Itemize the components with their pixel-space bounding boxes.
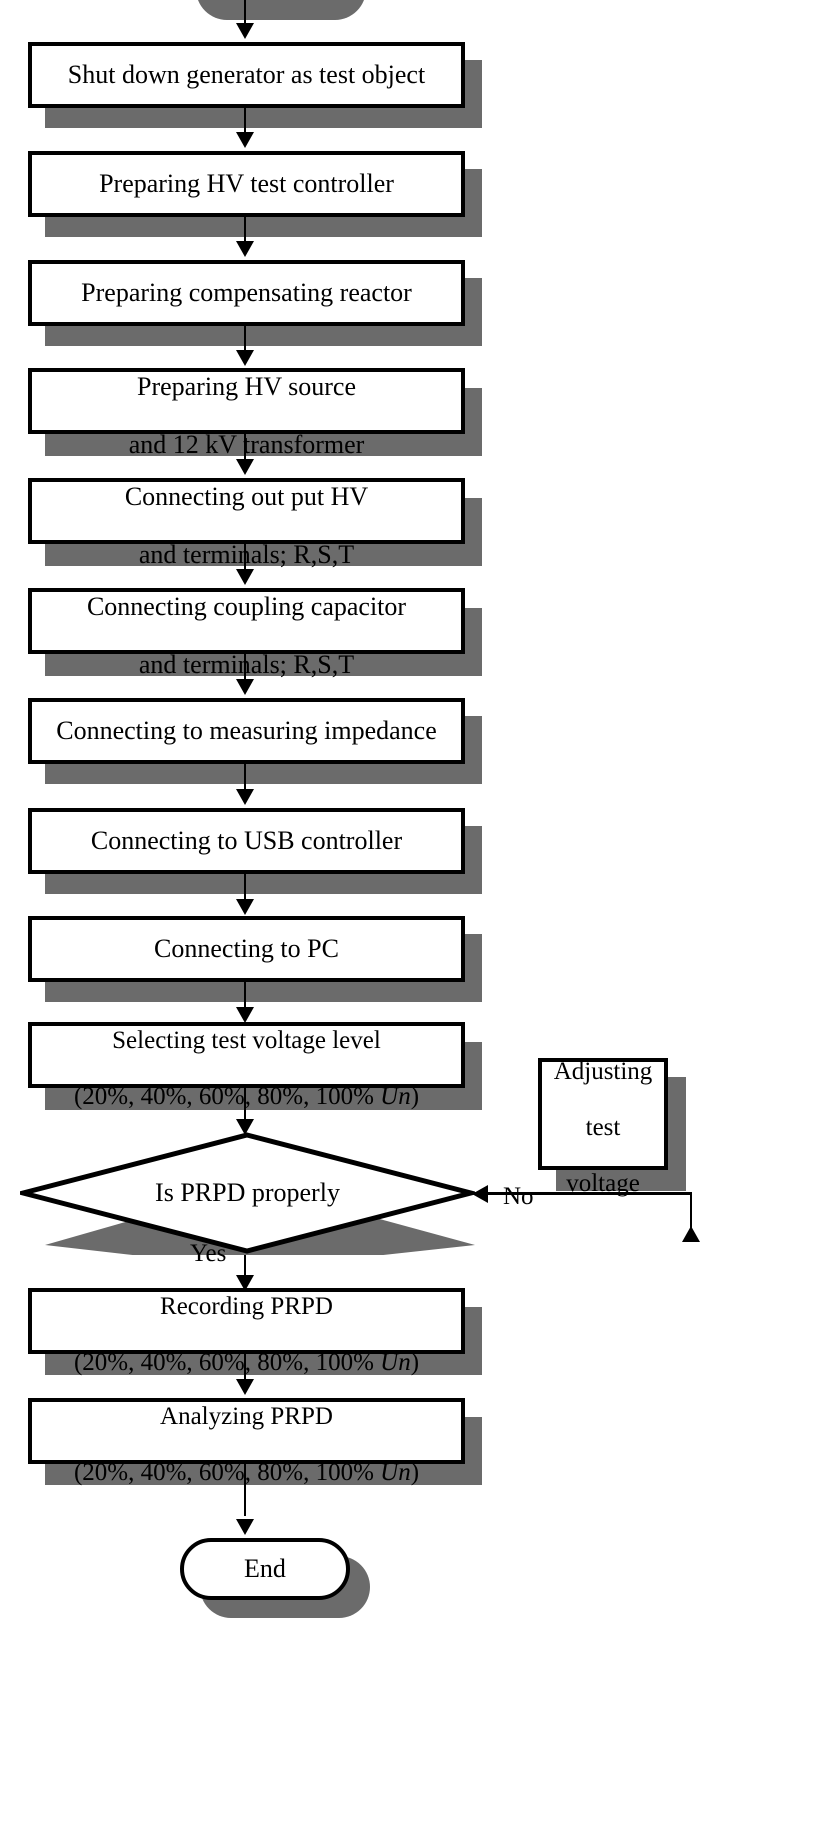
process-line-1: Analyzing PRPD	[160, 1403, 333, 1430]
process-label-multiline: Adjusting test voltage	[548, 1030, 659, 1198]
decision-is-prpd-properly[interactable]: Is PRPD properly	[20, 1131, 475, 1255]
connector-selectvoltage-to-decision	[244, 1088, 246, 1133]
process-recording-prpd[interactable]: Recording PRPD (20%, 40%, 60%, 80%, 100%…	[28, 1288, 465, 1376]
process-label-multiline: Preparing HV source and 12 kV transforme…	[123, 343, 371, 459]
process-analyzing-prpd[interactable]: Analyzing PRPD (20%, 40%, 60%, 80%, 100%…	[28, 1398, 465, 1486]
connector-adjusting-to-selectvoltage-horizontal	[488, 1193, 692, 1195]
process-line-1: Selecting test voltage level	[112, 1027, 381, 1054]
process-line-1: Adjusting	[553, 1058, 653, 1085]
arrowhead-outputhv-to-coupling	[236, 569, 254, 585]
decision-outline	[20, 1132, 475, 1254]
start-terminator-shadow	[196, 0, 366, 20]
connector-shutdown-to-hvcontroller	[244, 108, 246, 143]
process-preparing-hv-source[interactable]: Preparing HV source and 12 kV transforme…	[28, 368, 465, 459]
arrowhead-usb-to-pc	[236, 899, 254, 915]
edge-label-yes: Yes	[190, 1240, 227, 1267]
process-adjusting-test-voltage[interactable]: Adjusting test voltage	[538, 1058, 668, 1197]
voltage-levels-prefix: (20%, 40%, 60%, 80%, 100%	[73, 1459, 381, 1486]
process-label: Connecting to PC	[154, 934, 339, 964]
process-label: Shut down generator as test object	[67, 60, 426, 90]
connector-decision-no-vertical	[690, 1192, 692, 1242]
process-selecting-test-voltage-level[interactable]: Selecting test voltage level (20%, 40%, …	[28, 1022, 465, 1110]
connector-pc-to-selectvoltage	[244, 982, 246, 1014]
process-connecting-to-pc[interactable]: Connecting to PC	[28, 916, 465, 982]
process-label: Preparing compensating reactor	[81, 278, 412, 308]
connector-analyzing-to-end	[244, 1464, 246, 1516]
voltage-levels-prefix: (20%, 40%, 60%, 80%, 100%	[73, 1083, 381, 1110]
process-line-2: (20%, 40%, 60%, 80%, 100% Un)	[74, 1349, 419, 1376]
terminator-label: End	[244, 1554, 286, 1583]
process-label: Connecting to USB controller	[90, 826, 403, 856]
arrowhead-decision-yes-to-recording	[236, 1275, 254, 1291]
connector-outputhv-to-coupling	[244, 544, 246, 574]
process-shut-down-generator[interactable]: Shut down generator as test object	[28, 42, 465, 108]
process-label-multiline: Analyzing PRPD (20%, 40%, 60%, 80%, 100%…	[68, 1375, 425, 1487]
process-label-multiline: Selecting test voltage level (20%, 40%, …	[68, 999, 425, 1111]
arrowhead-adjusting-to-selectvoltage	[472, 1185, 488, 1203]
voltage-levels-suffix: )	[410, 1349, 420, 1376]
process-connecting-to-usb-controller[interactable]: Connecting to USB controller	[28, 808, 465, 874]
process-line-1: Preparing HV source	[136, 371, 357, 401]
arrowhead-start-to-shutdown	[236, 23, 254, 39]
process-line-2: and 12 kV transformer	[128, 430, 365, 460]
connector-coupling-to-impedance	[244, 654, 246, 684]
process-label-multiline: Connecting coupling capacitor and termin…	[81, 563, 412, 679]
arrowhead-recording-to-analyzing	[236, 1379, 254, 1395]
process-line-1: Connecting out put HV	[124, 481, 369, 511]
process-label: Connecting to measuring impedance	[56, 716, 437, 746]
arrowhead-reactor-to-hvsource	[236, 350, 254, 366]
process-line-2: (20%, 40%, 60%, 80%, 100% Un)	[74, 1459, 419, 1486]
process-label: Preparing HV test controller	[99, 169, 394, 199]
edge-label-no: No	[503, 1183, 534, 1210]
process-preparing-compensating-reactor[interactable]: Preparing compensating reactor	[28, 260, 465, 326]
process-line-2: (20%, 40%, 60%, 80%, 100% Un)	[74, 1083, 419, 1110]
arrowhead-decision-no-to-adjusting	[682, 1226, 700, 1242]
process-line-3: voltage	[566, 1170, 640, 1197]
process-line-2: and terminals; R,S,T	[138, 540, 355, 570]
arrowhead-pc-to-selectvoltage	[236, 1007, 254, 1023]
process-label-multiline: Recording PRPD (20%, 40%, 60%, 80%, 100%…	[68, 1265, 425, 1377]
process-connecting-to-measuring-impedance[interactable]: Connecting to measuring impedance	[28, 698, 465, 764]
connector-recording-to-analyzing	[244, 1354, 246, 1386]
process-preparing-hv-test-controller[interactable]: Preparing HV test controller	[28, 151, 465, 217]
process-line-1: Recording PRPD	[160, 1293, 333, 1320]
nominal-voltage-symbol: Un	[380, 1083, 411, 1110]
process-label-multiline: Connecting out put HV and terminals; R,S…	[119, 453, 374, 569]
nominal-voltage-symbol: Un	[380, 1459, 411, 1486]
arrowhead-hvsource-to-outputhv	[236, 459, 254, 475]
process-connecting-coupling-capacitor[interactable]: Connecting coupling capacitor and termin…	[28, 588, 465, 679]
connector-usb-to-pc	[244, 874, 246, 906]
connector-impedance-to-usb	[244, 764, 246, 796]
connector-decision-yes-to-recording	[244, 1246, 246, 1289]
voltage-levels-suffix: )	[410, 1083, 420, 1110]
connector-reactor-to-hvsource	[244, 326, 246, 356]
arrowhead-analyzing-to-end	[236, 1519, 254, 1535]
process-line-2: and terminals; R,S,T	[138, 650, 355, 680]
process-connecting-out-put-hv[interactable]: Connecting out put HV and terminals; R,S…	[28, 478, 465, 569]
voltage-levels-prefix: (20%, 40%, 60%, 80%, 100%	[73, 1349, 381, 1376]
arrowhead-coupling-to-impedance	[236, 679, 254, 695]
connector-hvsource-to-outputhv	[244, 434, 246, 464]
arrowhead-hvcontroller-to-reactor	[236, 241, 254, 257]
nominal-voltage-symbol: Un	[380, 1349, 411, 1376]
decision-diamond-shape	[20, 1132, 475, 1255]
connector-start-to-shutdown	[244, 0, 246, 34]
process-line-2: test	[585, 1114, 621, 1141]
voltage-levels-suffix: )	[410, 1459, 420, 1486]
terminator-end[interactable]: End	[180, 1538, 350, 1600]
arrowhead-selectvoltage-to-decision	[236, 1119, 254, 1135]
connector-decision-no-horizontal	[466, 1192, 692, 1194]
arrowhead-impedance-to-usb	[236, 789, 254, 805]
arrowhead-shutdown-to-hvcontroller	[236, 132, 254, 148]
process-line-1: Connecting coupling capacitor	[86, 591, 407, 621]
connector-hvcontroller-to-reactor	[244, 217, 246, 252]
